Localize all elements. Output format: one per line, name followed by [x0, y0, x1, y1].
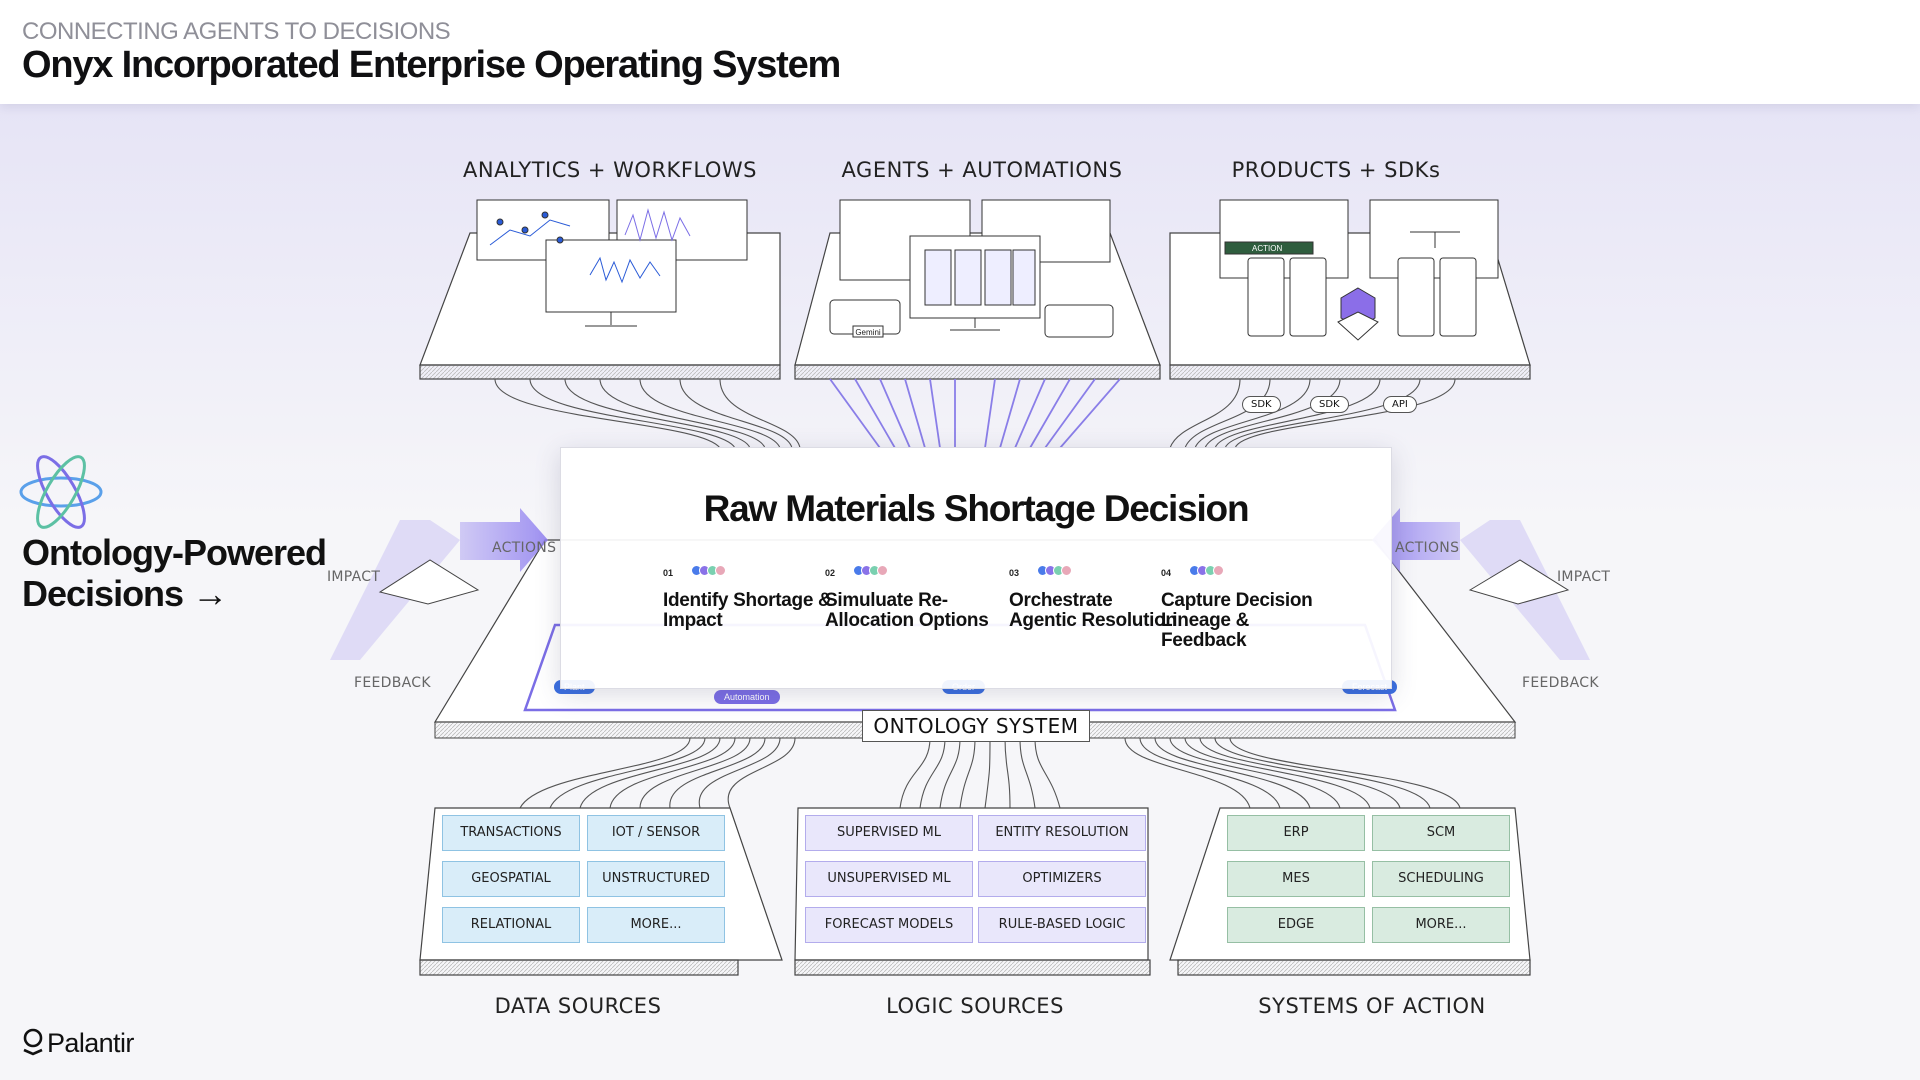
products-monitors: ACTION	[1219, 199, 1499, 341]
step-capture[interactable]: 04 Capture Decision Lineage & Feedback	[1161, 563, 1331, 651]
step-orchestrate[interactable]: 03 Orchestrate Agentic Resolution	[1009, 563, 1179, 631]
automation-chip: Automation	[714, 690, 780, 704]
data-source-cell[interactable]: MORE...	[587, 907, 725, 943]
system-of-action-cell[interactable]: MORE...	[1372, 907, 1510, 943]
section-label-analytics: ANALYTICS + WORKFLOWS	[463, 158, 757, 182]
step-number: 03	[1009, 568, 1020, 579]
header-kicker: CONNECTING AGENTS TO DECISIONS	[22, 18, 451, 45]
page-title: Onyx Incorporated Enterprise Operating S…	[22, 44, 841, 86]
data-source-cell[interactable]: RELATIONAL	[442, 907, 580, 943]
section-label-data-sources: DATA SOURCES	[494, 994, 662, 1018]
step-text: Capture Decision Lineage & Feedback	[1161, 590, 1313, 652]
logo-text: Palantir	[47, 1028, 134, 1058]
logic-source-cell[interactable]: ENTITY RESOLUTION	[978, 815, 1146, 851]
palantir-logo: Palantir	[22, 1028, 134, 1059]
decision-title: Raw Materials Shortage Decision	[703, 488, 1250, 529]
step-number: 02	[825, 568, 836, 579]
step-text: Orchestrate Agentic Resolution	[1009, 590, 1177, 632]
step-dots-icon	[1037, 563, 1073, 581]
ontology-atom-icon	[19, 455, 103, 529]
ontology-system-label: ONTOLOGY SYSTEM	[862, 710, 1090, 742]
step-number: 01	[663, 568, 674, 579]
bottom-connectors	[519, 737, 1461, 809]
sdk-tag: SDK	[1242, 396, 1281, 413]
step-dots-icon	[1189, 563, 1225, 581]
data-source-cell[interactable]: GEOSPATIAL	[442, 861, 580, 897]
action-badge: ACTION	[1252, 244, 1282, 253]
feedback-label-left: FEEDBACK	[354, 675, 431, 691]
logic-source-cell[interactable]: RULE-BASED LOGIC	[978, 907, 1146, 943]
step-dots-icon	[691, 563, 727, 581]
agents-monitors: Gemini	[829, 199, 1114, 338]
section-label-products: PRODUCTS + SDKs	[1231, 158, 1441, 182]
header: CONNECTING AGENTS TO DECISIONS Onyx Inco…	[0, 0, 1920, 104]
step-dots-icon	[853, 563, 889, 581]
top-connectors	[494, 378, 1456, 449]
system-of-action-cell[interactable]: SCM	[1372, 815, 1510, 851]
impact-label-left: IMPACT	[327, 569, 381, 585]
decision-card[interactable]: Raw Materials Shortage Decision 01 Ident…	[560, 447, 1392, 689]
heading-line-2[interactable]: Decisions →	[22, 573, 228, 614]
sdk-tag: SDK	[1310, 396, 1349, 413]
actions-label-right: ACTIONS	[1395, 540, 1460, 556]
impact-label-right: IMPACT	[1557, 569, 1611, 585]
step-text: Identify Shortage & Impact	[663, 590, 832, 632]
step-identify[interactable]: 01 Identify Shortage & Impact	[663, 563, 833, 631]
analytics-monitors	[476, 199, 748, 327]
section-label-systems-of-action: SYSTEMS OF ACTION	[1258, 994, 1486, 1018]
logic-source-cell[interactable]: OPTIMIZERS	[978, 861, 1146, 897]
logic-source-cell[interactable]: UNSUPERVISED ML	[805, 861, 973, 897]
step-number: 04	[1161, 568, 1172, 579]
system-of-action-cell[interactable]: EDGE	[1227, 907, 1365, 943]
agents-connectors	[829, 378, 1121, 449]
section-label-agents: AGENTS + AUTOMATIONS	[841, 158, 1123, 182]
system-of-action-cell[interactable]: SCHEDULING	[1372, 861, 1510, 897]
palantir-mark-icon	[23, 1028, 43, 1056]
data-source-cell[interactable]: UNSTRUCTURED	[587, 861, 725, 897]
api-tag: API	[1383, 396, 1417, 413]
section-label-logic-sources: LOGIC SOURCES	[886, 994, 1064, 1018]
gemini-badge: Gemini	[855, 328, 881, 337]
right-feedback-loop	[1372, 508, 1590, 660]
heading-line-1: Ontology-Powered	[22, 532, 327, 573]
system-of-action-cell[interactable]: MES	[1227, 861, 1365, 897]
ontology-decisions-heading: Ontology-Powered Decisions →	[22, 532, 327, 614]
actions-label-left: ACTIONS	[492, 540, 557, 556]
step-simulate[interactable]: 02 Simuluate Re-Allocation Options	[825, 563, 995, 631]
step-text: Simuluate Re-Allocation Options	[825, 590, 989, 632]
data-source-cell[interactable]: TRANSACTIONS	[442, 815, 580, 851]
system-of-action-cell[interactable]: ERP	[1227, 815, 1365, 851]
logic-source-cell[interactable]: SUPERVISED ML	[805, 815, 973, 851]
data-source-cell[interactable]: IOT / SENSOR	[587, 815, 725, 851]
logic-source-cell[interactable]: FORECAST MODELS	[805, 907, 973, 943]
feedback-label-right: FEEDBACK	[1522, 675, 1599, 691]
left-feedback-loop	[330, 508, 548, 660]
